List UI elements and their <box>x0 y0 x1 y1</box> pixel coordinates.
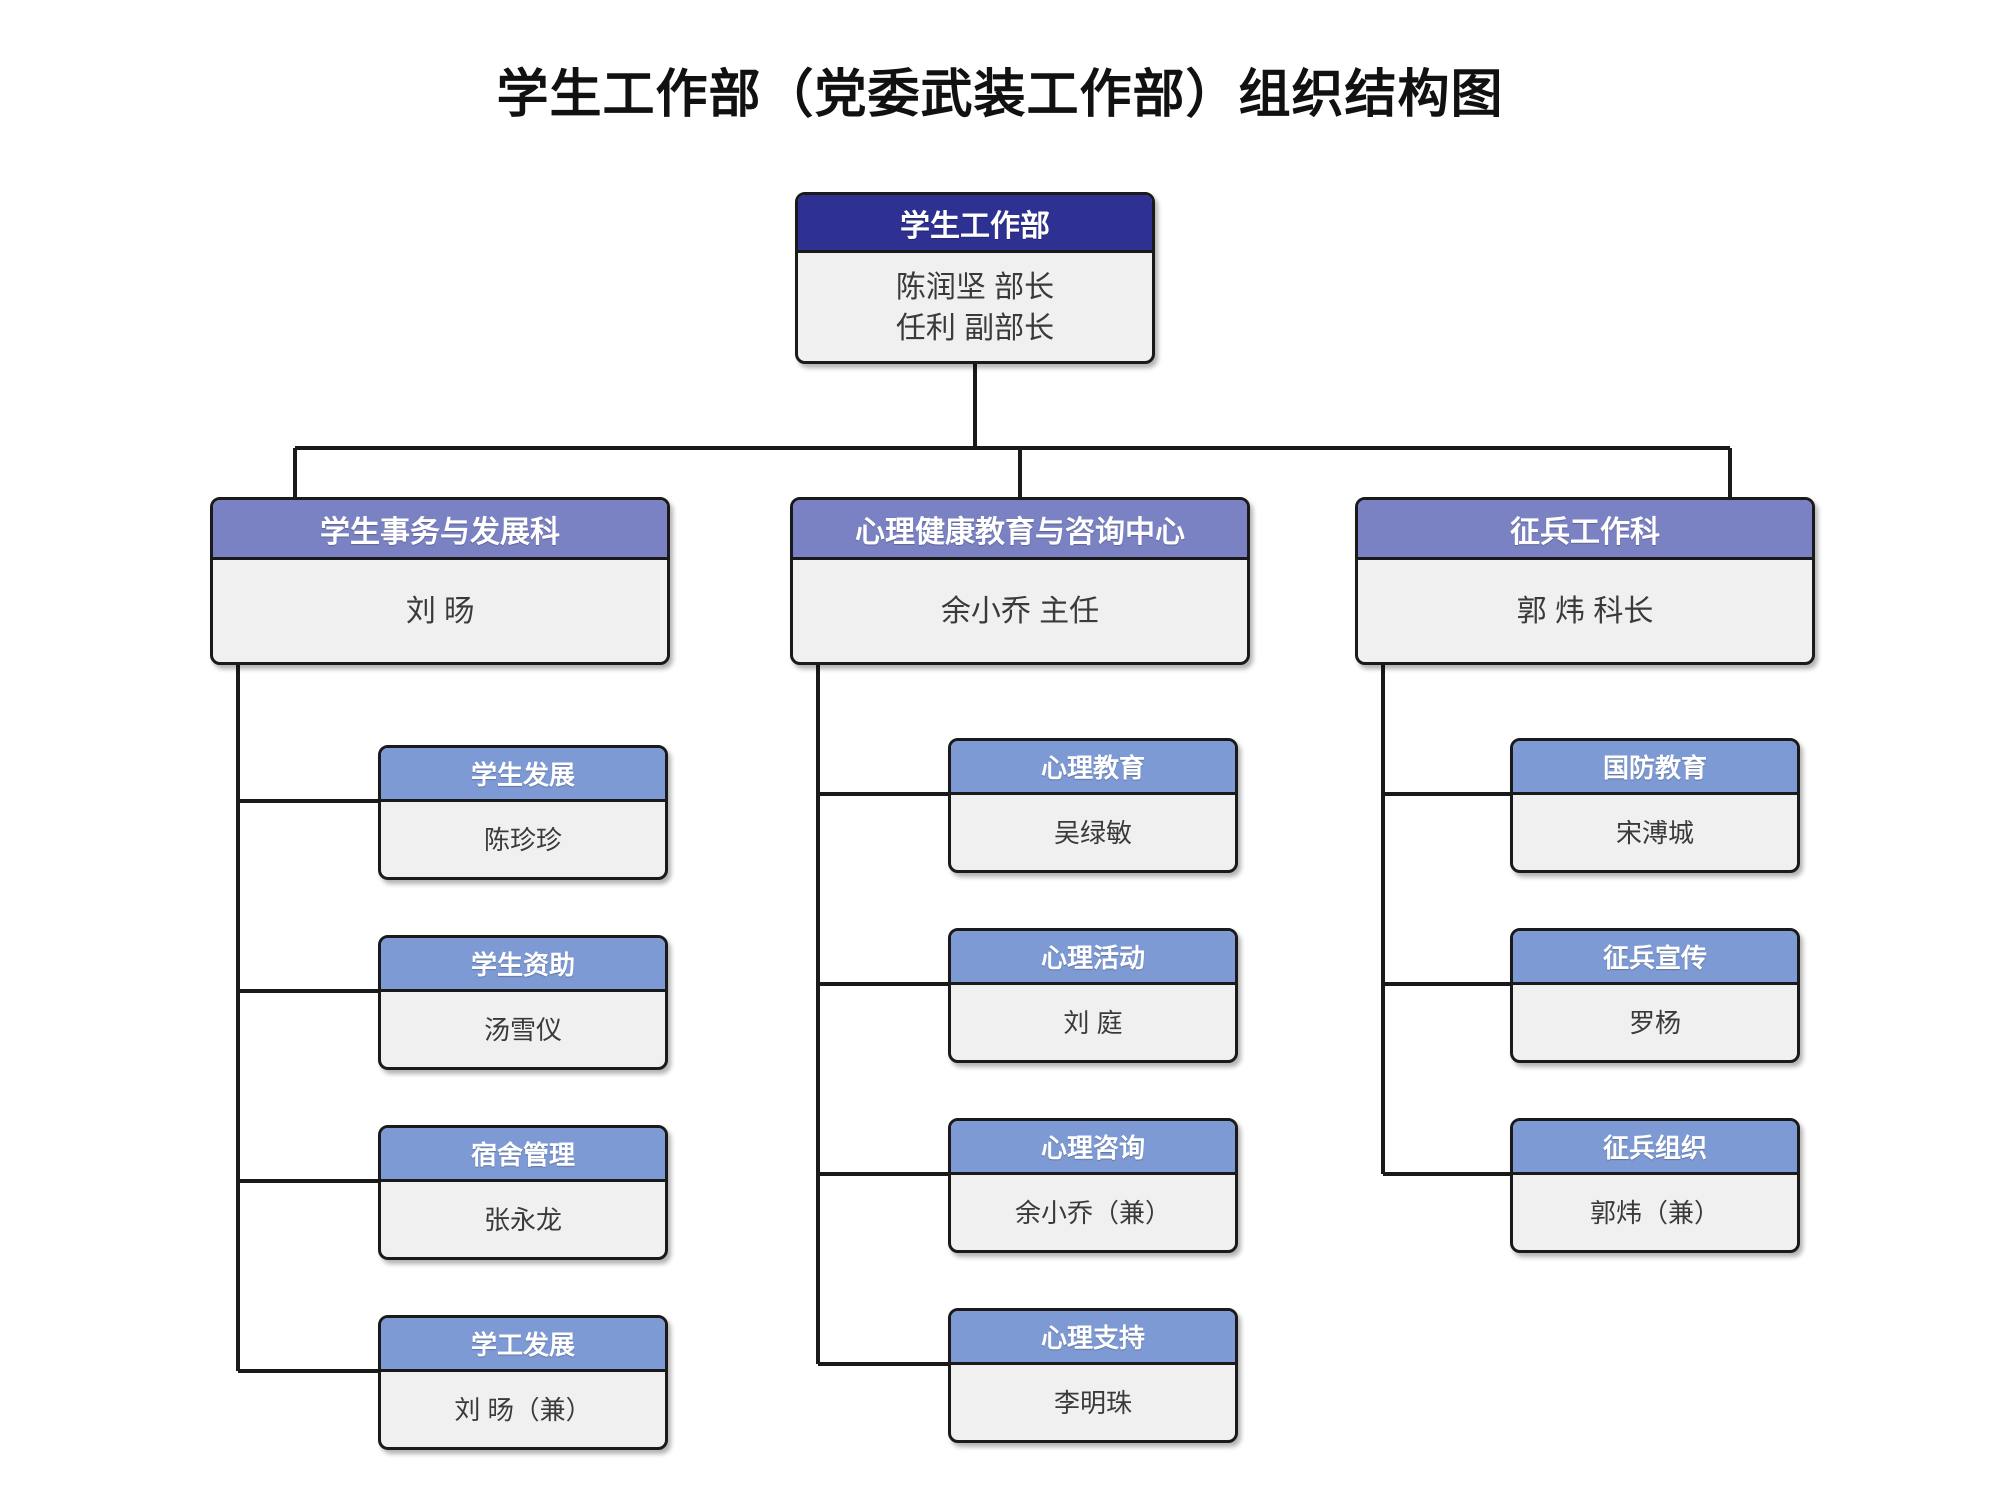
node-department-1[interactable]: 心理健康教育与咨询中心 余小乔 主任 <box>790 497 1250 665</box>
node-unit-2-2[interactable]: 征兵组织 郭炜（兼） <box>1510 1118 1800 1253</box>
node-unit-0-0-header: 学生发展 <box>381 748 665 802</box>
node-unit-0-0[interactable]: 学生发展 陈珍珍 <box>378 745 668 880</box>
node-unit-1-0[interactable]: 心理教育 吴绿敏 <box>948 738 1238 873</box>
node-department-0-body: 刘 旸 <box>213 560 667 662</box>
node-department-0-header: 学生事务与发展科 <box>213 500 667 560</box>
node-unit-2-0[interactable]: 国防教育 宋溥城 <box>1510 738 1800 873</box>
node-unit-1-1-header: 心理活动 <box>951 931 1235 985</box>
node-department-0-line-0: 刘 旸 <box>405 595 475 629</box>
node-unit-0-2-line-0: 张永龙 <box>483 1205 562 1236</box>
node-unit-1-3-line-0: 李明珠 <box>1053 1388 1132 1419</box>
node-unit-1-2-body: 余小乔（兼） <box>951 1175 1235 1250</box>
node-unit-0-3-header: 学工发展 <box>381 1318 665 1372</box>
node-root-line-1: 任利 副部长 <box>895 311 1055 345</box>
node-department-2-header: 征兵工作科 <box>1358 500 1812 560</box>
node-department-2[interactable]: 征兵工作科 郭 炜 科长 <box>1355 497 1815 665</box>
node-unit-0-3-body: 刘 旸（兼） <box>381 1372 665 1447</box>
node-unit-1-1[interactable]: 心理活动 刘 庭 <box>948 928 1238 1063</box>
node-unit-0-1-line-0: 汤雪仪 <box>483 1015 562 1046</box>
node-department-1-line-0: 余小乔 主任 <box>940 595 1100 629</box>
node-unit-0-2-body: 张永龙 <box>381 1182 665 1257</box>
node-unit-2-0-header: 国防教育 <box>1513 741 1797 795</box>
node-unit-2-1-header: 征兵宣传 <box>1513 931 1797 985</box>
node-unit-2-2-header: 征兵组织 <box>1513 1121 1797 1175</box>
node-unit-1-2[interactable]: 心理咨询 余小乔（兼） <box>948 1118 1238 1253</box>
node-unit-0-3-line-0: 刘 旸（兼） <box>454 1395 592 1426</box>
node-unit-1-2-header: 心理咨询 <box>951 1121 1235 1175</box>
node-department-1-body: 余小乔 主任 <box>793 560 1247 662</box>
node-unit-1-3-header: 心理支持 <box>951 1311 1235 1365</box>
node-unit-1-0-line-0: 吴绿敏 <box>1053 818 1132 849</box>
page-title: 学生工作部（党委武装工作部）组织结构图 <box>496 66 1504 124</box>
node-unit-0-1-body: 汤雪仪 <box>381 992 665 1067</box>
node-unit-1-1-line-0: 刘 庭 <box>1063 1008 1123 1039</box>
node-root[interactable]: 学生工作部 陈润坚 部长 任利 副部长 <box>795 192 1155 364</box>
node-department-1-header: 心理健康教育与咨询中心 <box>793 500 1247 560</box>
node-unit-0-2-header: 宿舍管理 <box>381 1128 665 1182</box>
node-unit-0-2[interactable]: 宿舍管理 张永龙 <box>378 1125 668 1260</box>
node-unit-0-1-header: 学生资助 <box>381 938 665 992</box>
node-root-header: 学生工作部 <box>798 195 1152 253</box>
node-unit-1-1-body: 刘 庭 <box>951 985 1235 1060</box>
node-unit-1-2-line-0: 余小乔（兼） <box>1014 1198 1171 1229</box>
node-root-body: 陈润坚 部长 任利 副部长 <box>798 253 1152 361</box>
node-unit-0-1[interactable]: 学生资助 汤雪仪 <box>378 935 668 1070</box>
node-root-line-0: 陈润坚 部长 <box>895 271 1055 304</box>
node-unit-2-2-body: 郭炜（兼） <box>1513 1175 1797 1250</box>
node-unit-0-0-body: 陈珍珍 <box>381 802 665 877</box>
node-unit-1-3-body: 李明珠 <box>951 1365 1235 1440</box>
node-unit-0-3[interactable]: 学工发展 刘 旸（兼） <box>378 1315 668 1450</box>
node-unit-2-0-line-0: 宋溥城 <box>1615 818 1694 849</box>
node-unit-2-2-line-0: 郭炜（兼） <box>1589 1198 1720 1229</box>
node-unit-1-0-header: 心理教育 <box>951 741 1235 795</box>
node-department-2-line-0: 郭 炜 科长 <box>1516 595 1654 629</box>
node-unit-2-1[interactable]: 征兵宣传 罗杨 <box>1510 928 1800 1063</box>
node-unit-2-1-body: 罗杨 <box>1513 985 1797 1060</box>
node-unit-2-1-line-0: 罗杨 <box>1628 1008 1681 1039</box>
node-unit-1-0-body: 吴绿敏 <box>951 795 1235 870</box>
node-unit-1-3[interactable]: 心理支持 李明珠 <box>948 1308 1238 1443</box>
node-department-0[interactable]: 学生事务与发展科 刘 旸 <box>210 497 670 665</box>
node-unit-2-0-body: 宋溥城 <box>1513 795 1797 870</box>
node-unit-0-0-line-0: 陈珍珍 <box>483 825 562 856</box>
node-department-2-body: 郭 炜 科长 <box>1358 560 1812 662</box>
